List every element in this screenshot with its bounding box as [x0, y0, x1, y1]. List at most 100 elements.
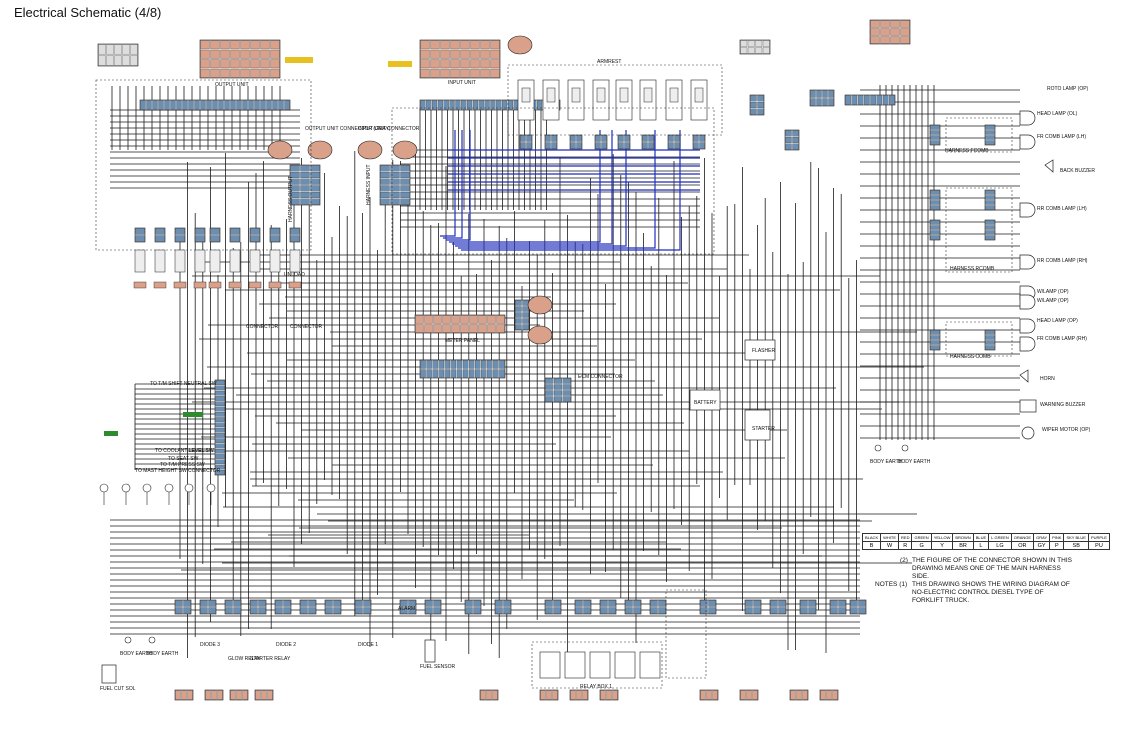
head-lamp-ol-label: HEAD LAMP (OL)	[1037, 111, 1078, 117]
legend-color-name: WHITE	[880, 533, 900, 542]
bottom-connector-pin	[658, 607, 666, 614]
lamp-connector-pin	[930, 135, 940, 140]
round-connector-body	[307, 140, 333, 160]
armrest-switch	[615, 79, 633, 121]
lamp-connector	[984, 329, 996, 351]
wiper-motor-label: WIPER MOTOR (OP)	[1042, 427, 1091, 433]
glow-plug-head	[99, 483, 109, 493]
armrest-switch-connector-pin	[624, 135, 630, 142]
meter-panel-pinrow-pin	[420, 369, 426, 378]
output-unit-main-connector-pin	[240, 40, 250, 50]
legend-color-code: OR	[1010, 541, 1035, 550]
left-bus-connector-pin	[215, 401, 225, 407]
meter-panel-connector-pin	[424, 324, 433, 333]
legend-color-code: Y	[930, 541, 954, 550]
lamp-connector-body	[984, 219, 996, 241]
lamp	[1019, 336, 1036, 352]
att-valve	[173, 249, 187, 289]
att-connector-body	[289, 227, 301, 243]
meter-panel-pinrow-pin	[456, 360, 463, 369]
bottom-pink-connector-pin	[570, 690, 576, 700]
amp-connector-pin	[114, 55, 122, 66]
flasher-label: FLASHER	[752, 348, 775, 354]
components	[101, 35, 1054, 684]
bottom-pink-connector-pin	[181, 690, 187, 700]
armrest-switch-knob	[643, 87, 653, 103]
input-unit-pinrow-pin	[502, 100, 508, 110]
harness-output-connector-body	[289, 164, 321, 206]
bottom-connector-pin	[200, 600, 208, 607]
input-unit-main-connector-pin	[470, 68, 480, 78]
relay-body	[639, 651, 661, 679]
bottom-connector-pin	[233, 600, 241, 607]
fuse-pinblock-pin	[792, 130, 799, 137]
output-unit-main-connector-pin	[200, 59, 210, 69]
wiper-motor-shape	[1021, 426, 1035, 440]
lamp-connector-pin	[930, 230, 940, 235]
input-unit-pinrow-pin	[537, 100, 543, 110]
output-unit-pinrow-pin	[206, 100, 212, 110]
bottom-pink-connector-pin	[267, 690, 273, 700]
att-connector-body	[269, 227, 281, 243]
output-unit-main-connector-pin	[250, 68, 260, 78]
bottom-connector	[744, 599, 762, 615]
bottom-connector-pin	[575, 600, 583, 607]
rr-comb-lamp-rh-label: RR COMB LAMP (RH)	[1037, 258, 1088, 264]
meter-panel-pinrow-pin	[468, 369, 475, 378]
input-unit-main-connector-pin	[440, 59, 450, 69]
left-bus-connector-pin	[215, 454, 225, 459]
input-unit-main-connector-pin	[430, 49, 440, 59]
output-unit-label: OUTPUT UNIT	[215, 82, 249, 88]
starter-relay-label: STARTER RELAY	[250, 656, 291, 662]
meter-panel-pinrow-pin	[474, 369, 481, 378]
att-connector	[209, 227, 221, 243]
legend-color-name: RED	[897, 533, 913, 542]
legend-color-code: SB	[1063, 541, 1089, 550]
bottom-pink-connector-pin	[211, 690, 217, 700]
output-unit-pinrow-pin	[284, 100, 290, 110]
right-harness-connector-pin	[876, 95, 883, 105]
att-connector-pin	[195, 235, 205, 242]
to-mast-label: TO MAST HEIGHT SW CONNECTOR	[135, 468, 221, 474]
ground	[901, 444, 909, 452]
harness-comb-label: HARNESS COMB	[950, 354, 991, 360]
armrest-switch-connector-pin	[520, 142, 526, 149]
bottom-connector-pin	[753, 607, 761, 614]
bottom-connector	[849, 599, 867, 615]
bottom-connector-pin	[800, 600, 808, 607]
input-unit-pinrow-pin	[437, 100, 443, 110]
key-switch-connector	[739, 39, 771, 55]
ecm-connector-block-pin	[562, 384, 571, 390]
harness-input-connector-pin	[400, 178, 410, 185]
att-valve-plug	[208, 281, 222, 289]
bottom-connector-pin	[495, 600, 503, 607]
left-bus-connector-pin	[215, 417, 225, 422]
amp-connector-pin	[130, 44, 138, 55]
armrest-switch	[567, 79, 585, 121]
right-harness-connector-2-pin	[810, 98, 816, 106]
bottom-connector-pin	[433, 600, 441, 607]
ecm-pinblock-pin	[522, 324, 529, 330]
bottom-connector-pin	[355, 607, 363, 614]
bottom-connector-pin	[583, 600, 591, 607]
to-seat-label: TO SEAT SW	[168, 456, 199, 462]
att-connector-body	[209, 227, 221, 243]
harness-input-connector-body	[379, 164, 411, 206]
glow-plug-head	[164, 483, 174, 493]
legend-color-name: GREEN	[911, 533, 932, 542]
armrest-switch-connector-pin	[668, 142, 674, 149]
output-unit-pinrow-pin	[188, 100, 194, 110]
bottom-pink-connector-pin	[576, 690, 582, 700]
fuel-sensor-shape	[424, 639, 436, 663]
att-connector	[249, 227, 261, 243]
connector-blocks	[97, 19, 996, 701]
output-unit-main-connector-pin	[210, 49, 220, 59]
output-unit-main-connector-pin	[270, 49, 280, 59]
bottom-pink-connector-pin	[217, 690, 223, 700]
bottom-connector	[494, 599, 512, 615]
legend-color-code: BR	[952, 541, 974, 550]
bottom-connector-pin	[583, 607, 591, 614]
meter-panel-pinrow-pin	[493, 360, 499, 369]
output-unit-pinrow-pin	[242, 100, 248, 110]
att-valve	[268, 249, 282, 289]
